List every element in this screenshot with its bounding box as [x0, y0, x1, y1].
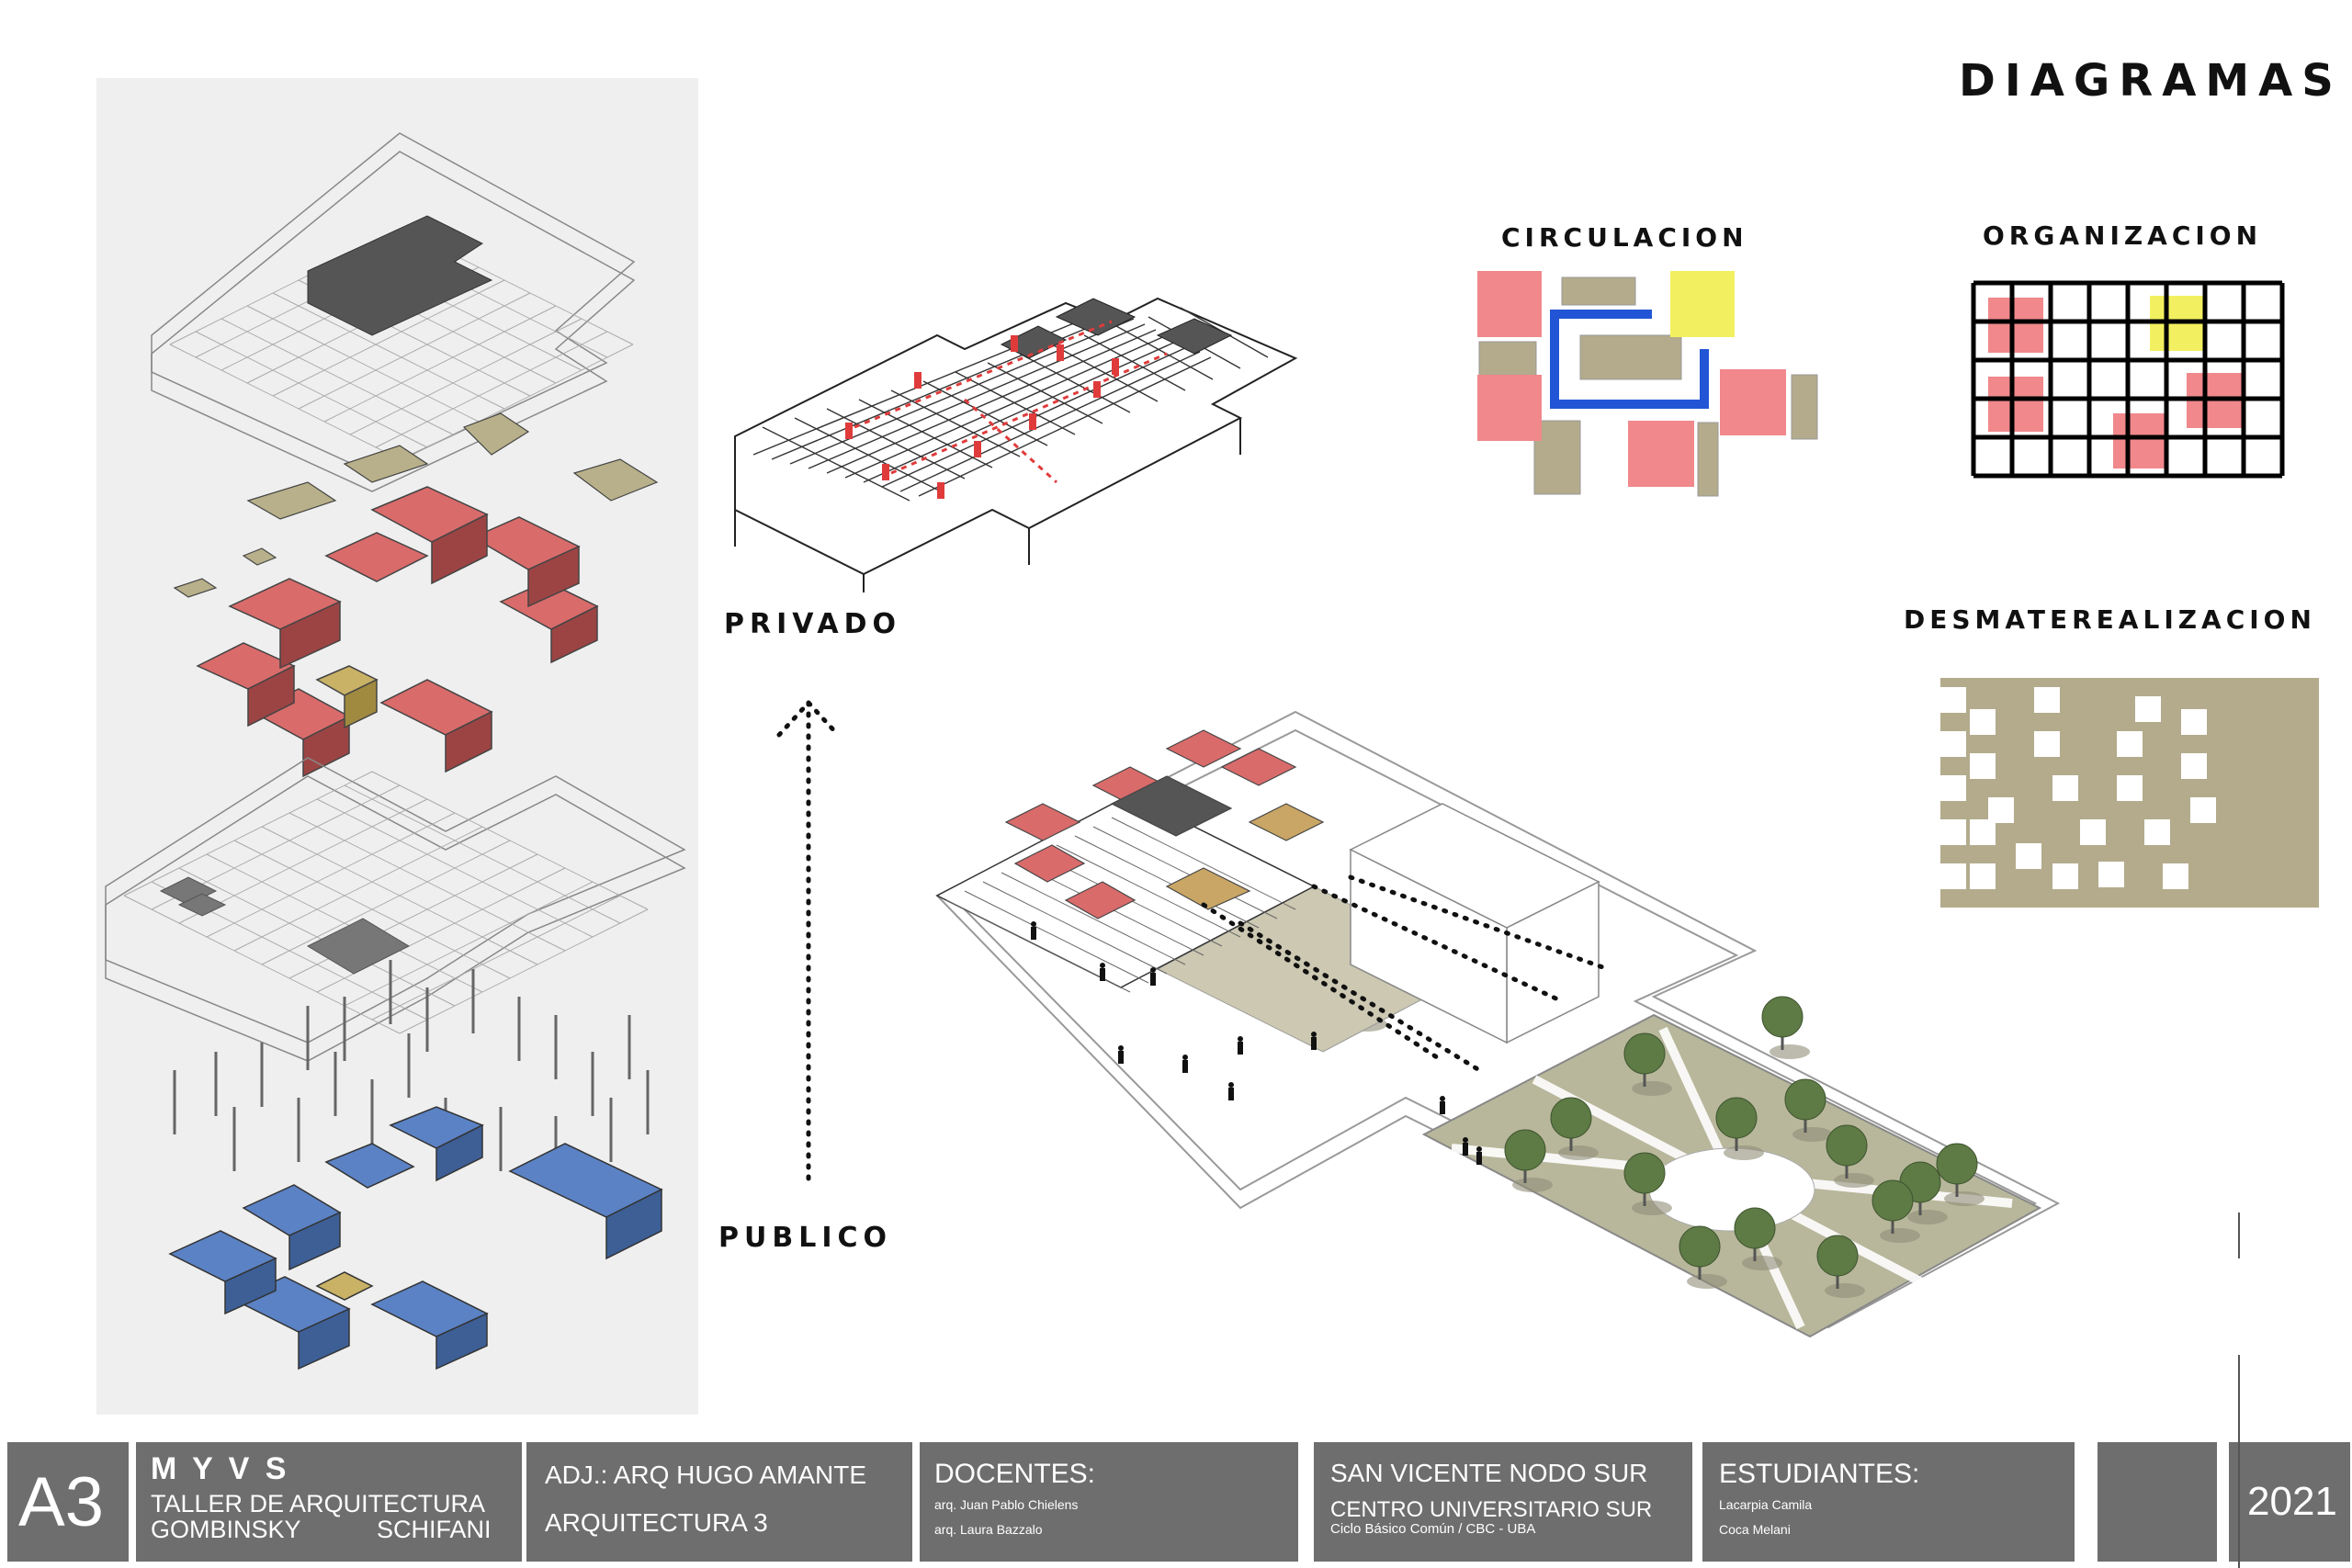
footer-docentes-box: DOCENTES: arq. Juan Pablo Chielens arq. … [920, 1442, 1298, 1562]
estudiante-2: Coca Melani [1719, 1522, 1791, 1537]
private-volumes [196, 486, 599, 778]
site-axonometric [935, 710, 2061, 1338]
footer-sheet-box: A3 [7, 1442, 129, 1562]
footer-blank-box [2098, 1442, 2217, 1562]
exploded-axonometric-panel [96, 78, 698, 1415]
page-title: DIAGRAMAS [1959, 55, 2343, 107]
structural-columns [173, 960, 650, 1180]
floor-structure-grid [105, 757, 686, 1062]
roof-structure-grid [151, 132, 636, 492]
divider-line [2238, 1355, 2240, 1568]
docente-1: arq. Juan Pablo Chielens [934, 1497, 1079, 1512]
private-level-axonometric [734, 297, 1298, 592]
label-organizacion: ORGANIZACION [1983, 220, 2263, 251]
title-block-footer: A3 M Y V S TALLER DE ARQUITECTURA GOMBIN… [7, 1442, 2350, 1562]
label-publico: PUBLICO [718, 1222, 893, 1254]
label-circulacion: CIRCULACION [1501, 222, 1748, 253]
footer-taller-box: M Y V S TALLER DE ARQUITECTURA GOMBINSKY… [136, 1442, 522, 1562]
organization-grid-diagram [1971, 280, 2285, 479]
taller-line-2a: GOMBINSKY [151, 1516, 301, 1543]
dematerialization-diagram [1933, 678, 2319, 908]
site-program: Ciclo Básico Común / CBC - UBA [1330, 1521, 1536, 1537]
year: 2021 [2247, 1479, 2337, 1524]
adjunct-professor: ADJ.: ARQ HUGO AMANTE [545, 1461, 867, 1489]
sheet-size: A3 [18, 1463, 104, 1541]
label-desmaterealizacion: DESMATEREALIZACION [1904, 604, 2316, 635]
floor-dark-panels [159, 876, 411, 975]
public-to-private-arrow [776, 699, 841, 1183]
people-figures [1031, 921, 1482, 1165]
footer-site-box: SAN VICENTE NODO SUR CENTRO UNIVERSITARI… [1314, 1442, 1692, 1562]
docente-2: arq. Laura Bazzalo [934, 1522, 1043, 1537]
circulation-diagram [1477, 271, 1818, 497]
footer-estudiantes-box: ESTUDIANTES: Lacarpia Camila Coca Melani [1702, 1442, 2075, 1562]
public-volumes [168, 1106, 663, 1371]
site-center: CENTRO UNIVERSITARIO SUR [1330, 1497, 1653, 1522]
course-name: ARQUITECTURA 3 [545, 1508, 768, 1537]
plaza-trees [1339, 876, 1984, 1298]
footer-adj-box: ADJ.: ARQ HUGO AMANTE ARQUITECTURA 3 [526, 1442, 912, 1562]
estudiante-1: Lacarpia Camila [1719, 1497, 1813, 1512]
taller-line-1: TALLER DE ARQUITECTURA [151, 1490, 486, 1517]
docentes-label: DOCENTES: [934, 1459, 1096, 1489]
taller-line-2b: SCHIFANI [377, 1516, 492, 1543]
site-name: SAN VICENTE NODO SUR [1330, 1459, 1648, 1487]
divider-tick [2238, 1213, 2240, 1258]
estudiantes-label: ESTUDIANTES: [1719, 1459, 1920, 1489]
exploded-axonometric [105, 132, 686, 1371]
olive-slabs [173, 412, 659, 598]
taller-name: M Y V S [151, 1451, 290, 1486]
roof-dark-panel [307, 215, 493, 336]
label-privado: PRIVADO [724, 608, 902, 640]
footer-year-box: 2021 [2229, 1442, 2350, 1562]
